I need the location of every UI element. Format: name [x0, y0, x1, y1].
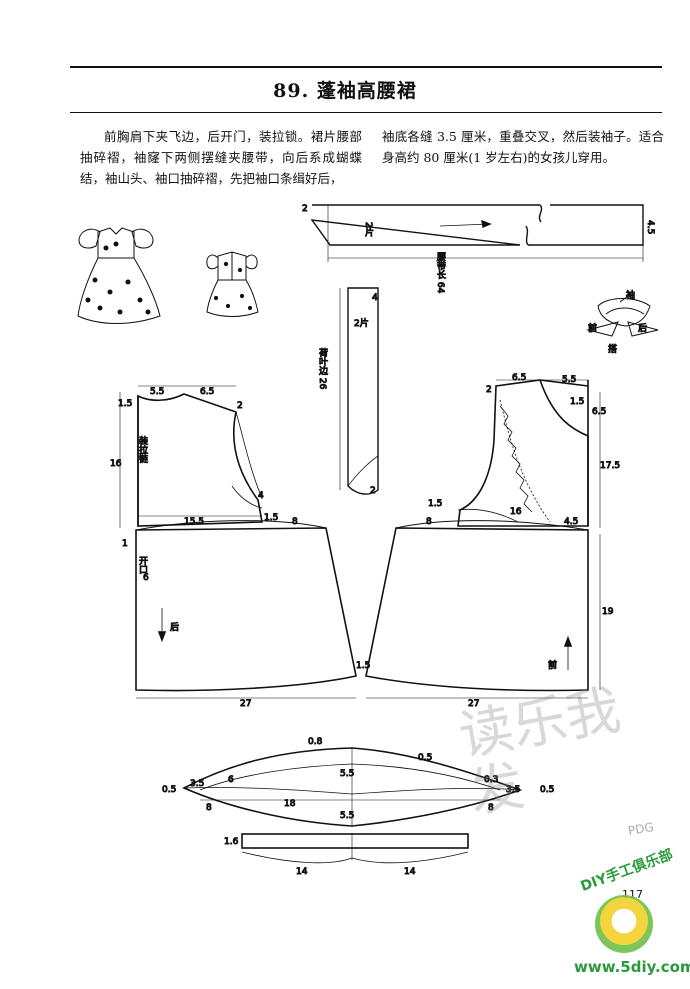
sleeve-piece	[182, 747, 523, 827]
page-title: 89. 蓬袖高腰裙	[273, 80, 417, 102]
back-skirt-direction: 后	[170, 622, 179, 633]
back-skirt	[135, 520, 357, 699]
back-width: 15.5	[184, 517, 204, 527]
sash-width-dim: 4.5	[645, 220, 655, 234]
front-shoulder-drop: 2	[486, 385, 492, 395]
detail-sleeve-label: 袖	[626, 289, 635, 301]
back-skirt-hem-width: 27	[240, 699, 251, 709]
front-shoulder: 6.5	[512, 373, 526, 383]
club-logo-icon	[595, 895, 653, 953]
sleeve-half-width: 18	[284, 799, 296, 809]
back-length: 16	[110, 459, 122, 469]
sleeve-left-edge: 0.5	[162, 785, 176, 795]
sleeve-cap-height: 5.5	[340, 769, 354, 779]
cuff-width-dim: 1.6	[224, 837, 239, 847]
dress-sketch-back	[206, 251, 259, 317]
header-rule-bottom	[70, 112, 662, 113]
sleeve-overlap-detail	[586, 295, 659, 337]
sleeve-right-dim: 0.3	[484, 775, 498, 785]
front-skirt-length: 19	[602, 607, 614, 617]
back-skirt-opening-len: 6	[143, 573, 149, 583]
club-logo-url[interactable]: www.5diy.com	[574, 958, 690, 976]
sleeve-right-peak: 0.5	[418, 753, 432, 763]
sleeve-right-lower: 8	[488, 803, 494, 813]
back-neck-width: 5.5	[150, 387, 164, 397]
detail-back-label: 后	[638, 323, 647, 334]
sash-length-label: 腰带长 64	[435, 252, 446, 294]
sash-pieces: 2片	[363, 222, 374, 238]
cuff-left-len: 14	[296, 867, 308, 877]
dress-sketch-front	[77, 227, 161, 324]
sleeve-right-edge: 0.5	[540, 785, 554, 795]
back-bodice	[119, 385, 263, 528]
sleeve-left-overlap: 3.5	[190, 779, 204, 789]
front-center-ext: 4.5	[564, 517, 578, 527]
description-left: 前胸肩下夹飞边，后开门，装拉锁。裙片腰部抽碎褶，袖窿下两侧摆缝夹腰带，向后系成蝴…	[80, 129, 362, 186]
back-zipper-label: 装拉链	[137, 435, 148, 464]
back-armhole: 4	[258, 491, 264, 501]
back-shoulder-drop: 2	[237, 401, 243, 411]
front-width: 16	[510, 507, 522, 517]
ruffle-top-dim: 4	[372, 293, 378, 303]
back-skirt-hem-offset: 1	[122, 539, 128, 549]
sash-end-dim: 2	[302, 204, 308, 214]
ruffle-length-label: 荷叶边 26	[317, 348, 328, 390]
back-side-offset: 1.5	[264, 513, 278, 523]
front-bodice	[457, 379, 601, 528]
cuff-band	[241, 833, 469, 864]
detail-front-label: 前	[588, 322, 597, 334]
front-waist-ext: 8	[426, 517, 432, 527]
sleeve-cap-peak: 0.8	[308, 737, 323, 747]
detail-overlap-label: 搭	[608, 343, 617, 355]
sleeve-left-upper: 6	[228, 775, 234, 785]
front-skirt-hem-width: 27	[468, 699, 479, 709]
description-right: 袖底各缝 3.5 厘米，重叠交叉，然后装袖子。适合身高约 80 厘米(1 岁左右…	[382, 129, 664, 165]
back-shoulder: 6.5	[200, 387, 214, 397]
ruffle-piece	[339, 287, 379, 495]
cuff-right-len: 14	[404, 867, 416, 877]
sleeve-right-overlap: 3.5	[506, 785, 520, 795]
front-side-offset: 1.5	[428, 499, 442, 509]
back-waist-ext: 8	[292, 517, 298, 527]
front-neck-width: 5.5	[562, 375, 576, 385]
sash-piece	[310, 204, 644, 262]
front-neck-drop: 1.5	[570, 397, 584, 407]
back-skirt-flare: 1.5	[356, 661, 370, 671]
ruffle-bottom-dim: 2	[370, 486, 376, 496]
front-length: 17.5	[600, 461, 620, 471]
header-rule-top	[70, 66, 662, 68]
front-skirt	[365, 520, 601, 699]
ruffle-pieces: 2片	[354, 317, 369, 329]
sleeve-left-lower: 8	[206, 803, 212, 813]
back-skirt-opening-label: 开口	[137, 556, 148, 574]
sleeve-lower-height: 5.5	[340, 811, 354, 821]
back-neck-drop: 1.5	[118, 399, 132, 409]
front-front-drop: 6.5	[592, 407, 606, 417]
front-skirt-direction: 前	[548, 659, 557, 671]
